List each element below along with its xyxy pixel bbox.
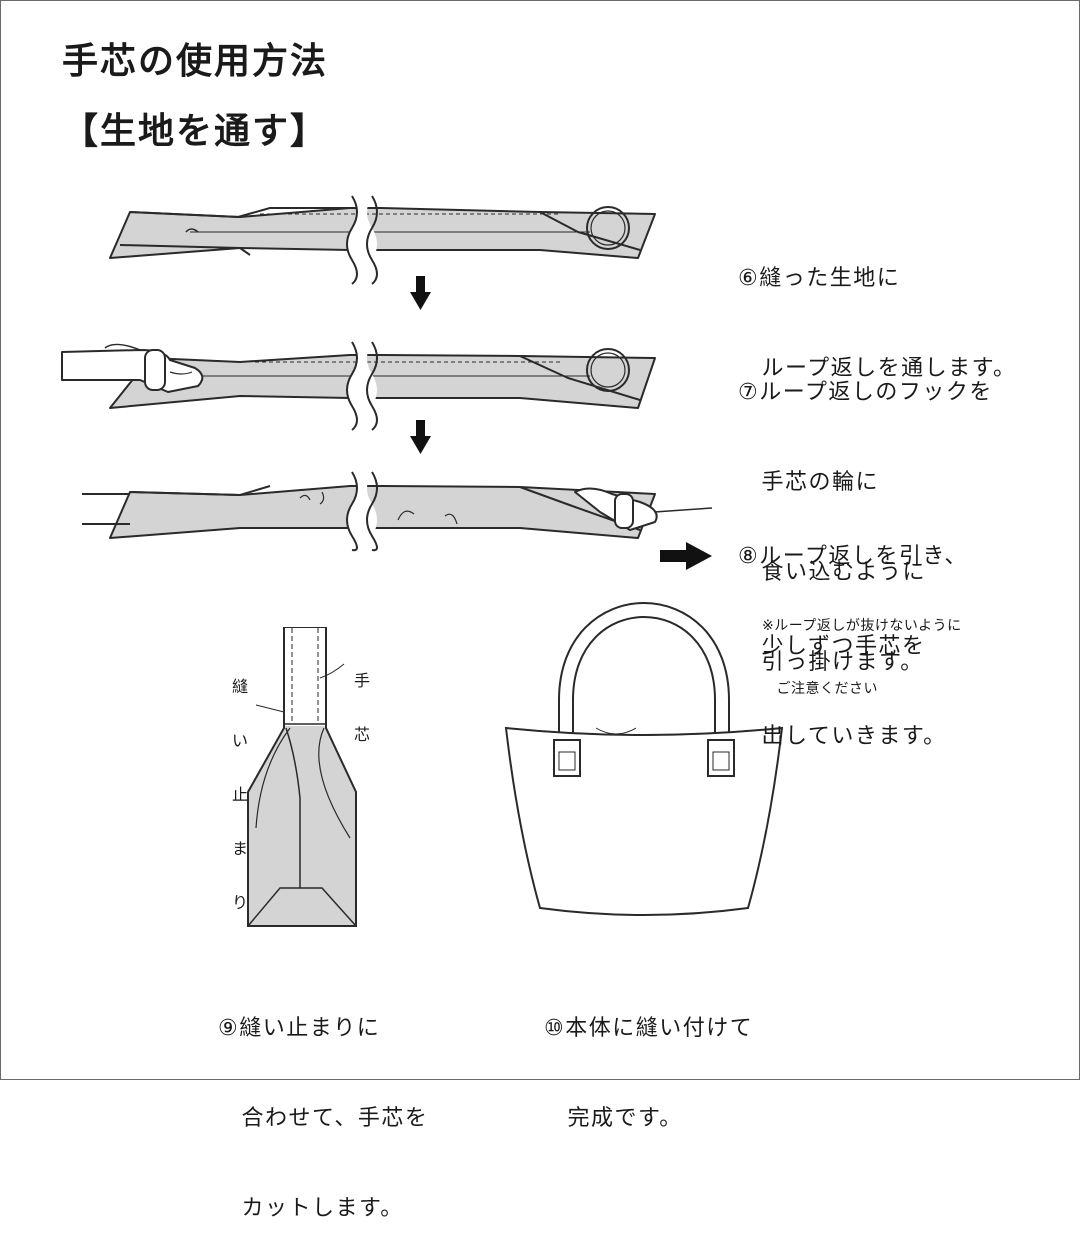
step7-line: 引っ掛けます。 bbox=[738, 650, 924, 675]
hand-icon bbox=[61, 343, 204, 393]
handle-core-label: 手 芯 bbox=[354, 636, 370, 762]
step7-line: 手芯の輪に bbox=[738, 470, 880, 495]
step6-instructions: ⑥縫った生地に ループ返しを通します。 bbox=[738, 204, 1016, 414]
hand-icon-step8 bbox=[574, 487, 658, 531]
handle-core-char: 手 bbox=[354, 671, 371, 690]
step6-line: ループ返しを通します。 bbox=[738, 356, 1017, 381]
handle-core-char: 芯 bbox=[354, 725, 371, 744]
stitch-stop-char: い bbox=[232, 731, 249, 750]
step9-instructions: ⑨縫い止まりに 合わせて、手芯を カットします。 bbox=[218, 954, 428, 1254]
down-arrow-icon bbox=[410, 420, 431, 454]
diagram-artwork bbox=[61, 195, 784, 927]
down-arrow-icon bbox=[410, 276, 431, 310]
step8-line: ⑧ループ返しを引き、 bbox=[738, 544, 968, 569]
step7-line: 食い込むように bbox=[738, 560, 927, 585]
step10-line: ⑩本体に縫い付けて bbox=[544, 1016, 754, 1041]
step10-line: 完成です。 bbox=[544, 1106, 683, 1131]
caution-line: ご注意ください bbox=[762, 681, 878, 697]
page-title: 手芯の使用方法 bbox=[62, 41, 329, 82]
stitch-stop-label: 縫 い 止 ま り bbox=[232, 642, 248, 930]
break-marks bbox=[346, 195, 378, 552]
step8-line: 出していきます。 bbox=[738, 724, 947, 749]
step6-fabric-tube bbox=[109, 206, 656, 259]
stitch-stop-char: り bbox=[232, 893, 249, 912]
step8-fabric-tube bbox=[82, 485, 713, 539]
right-arrow-icon bbox=[660, 542, 712, 570]
stitch-stop-char: ま bbox=[232, 839, 249, 858]
step10-instructions: ⑩本体に縫い付けて 完成です。 bbox=[544, 954, 753, 1164]
tote-bag-icon bbox=[504, 602, 784, 916]
caution-line: ※ループ返しが抜けないように bbox=[762, 618, 962, 634]
step9-line: 合わせて、手芯を bbox=[218, 1106, 429, 1131]
step7-fabric-tube bbox=[109, 348, 656, 409]
step8-caution-note: ※ループ返しが抜けないように ご注意ください bbox=[762, 574, 962, 721]
step8-line: 少しずつ手芯を bbox=[738, 634, 926, 659]
step6-line: ⑥縫った生地に bbox=[738, 266, 901, 291]
section-subtitle: 【生地を通す】 bbox=[62, 111, 329, 152]
step8-instructions: ⑧ループ返しを引き、 少しずつ手芯を 出していきます。 bbox=[738, 482, 968, 782]
step9-strap-diagram bbox=[247, 627, 357, 927]
step7-instructions: ⑦ループ返しのフックを 手芯の輪に 食い込むように 引っ掛けます。 bbox=[738, 318, 993, 708]
stitch-stop-char: 止 bbox=[232, 785, 249, 804]
step9-line: カットします。 bbox=[218, 1196, 404, 1221]
stitch-stop-char: 縫 bbox=[232, 677, 249, 696]
step9-line: ⑨縫い止まりに bbox=[218, 1016, 381, 1041]
step7-line: ⑦ループ返しのフックを bbox=[738, 380, 993, 405]
